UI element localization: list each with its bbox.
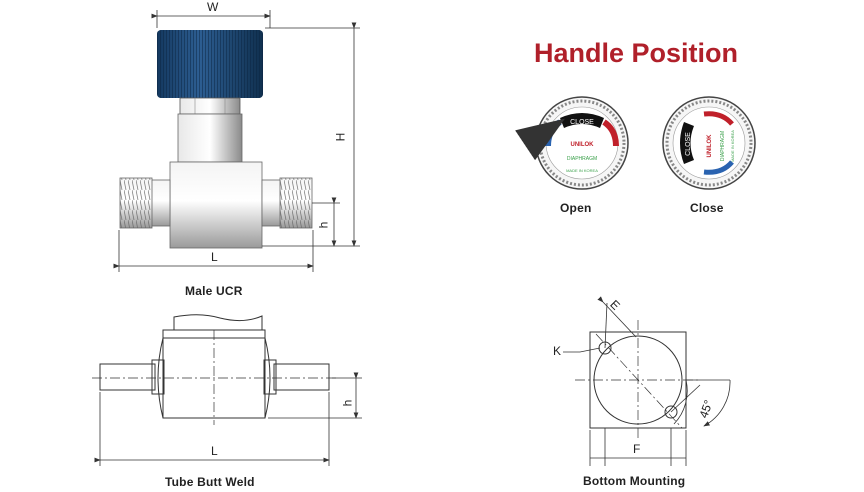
close-dial-made: MADE IN KOREA [730,130,735,162]
open-dial-top-label: CLOSE [570,119,594,126]
open-dial-sub: DIAPHRAGM [567,156,597,162]
dim-l-bottom-label: L [211,444,218,458]
close-dial-sub: DIAPHRAGM [720,131,726,161]
bonnet [177,113,243,163]
dim-h-bottom-label: h [340,399,355,407]
handle-open-dial [515,96,629,190]
dim-w-label: W [207,0,219,14]
bonnet-nut [179,97,241,115]
dim-h-top-label: h [316,221,331,229]
caption-tube-butt-weld: Tube Butt Weld [165,475,255,489]
open-dial-made: MADE IN KOREA [566,168,598,173]
male-ucr-valve [119,30,313,249]
handle-close-dial [662,96,756,190]
valve-body [169,161,263,249]
close-dial-rotated-label: CLOSE [685,132,692,156]
dim-k-label: K [553,344,562,358]
dim-l-top-label: L [211,250,218,264]
open-dial-brand: UNILOK [571,142,595,148]
handle-position-title: Handle Position [534,38,739,68]
close-dial-brand: UNILOK [707,134,713,158]
caption-open: Open [560,201,592,215]
caption-bottom-mounting: Bottom Mounting [583,474,686,488]
dim-f-label: F [633,442,641,456]
mounting-hole-bottom [664,405,678,419]
tube-butt-weld-outline [99,314,330,419]
bottom-mounting-drawing [575,320,700,440]
caption-close: Close [690,201,724,215]
dim-h-label: H [333,132,348,142]
caption-male-ucr: Male UCR [185,284,243,298]
